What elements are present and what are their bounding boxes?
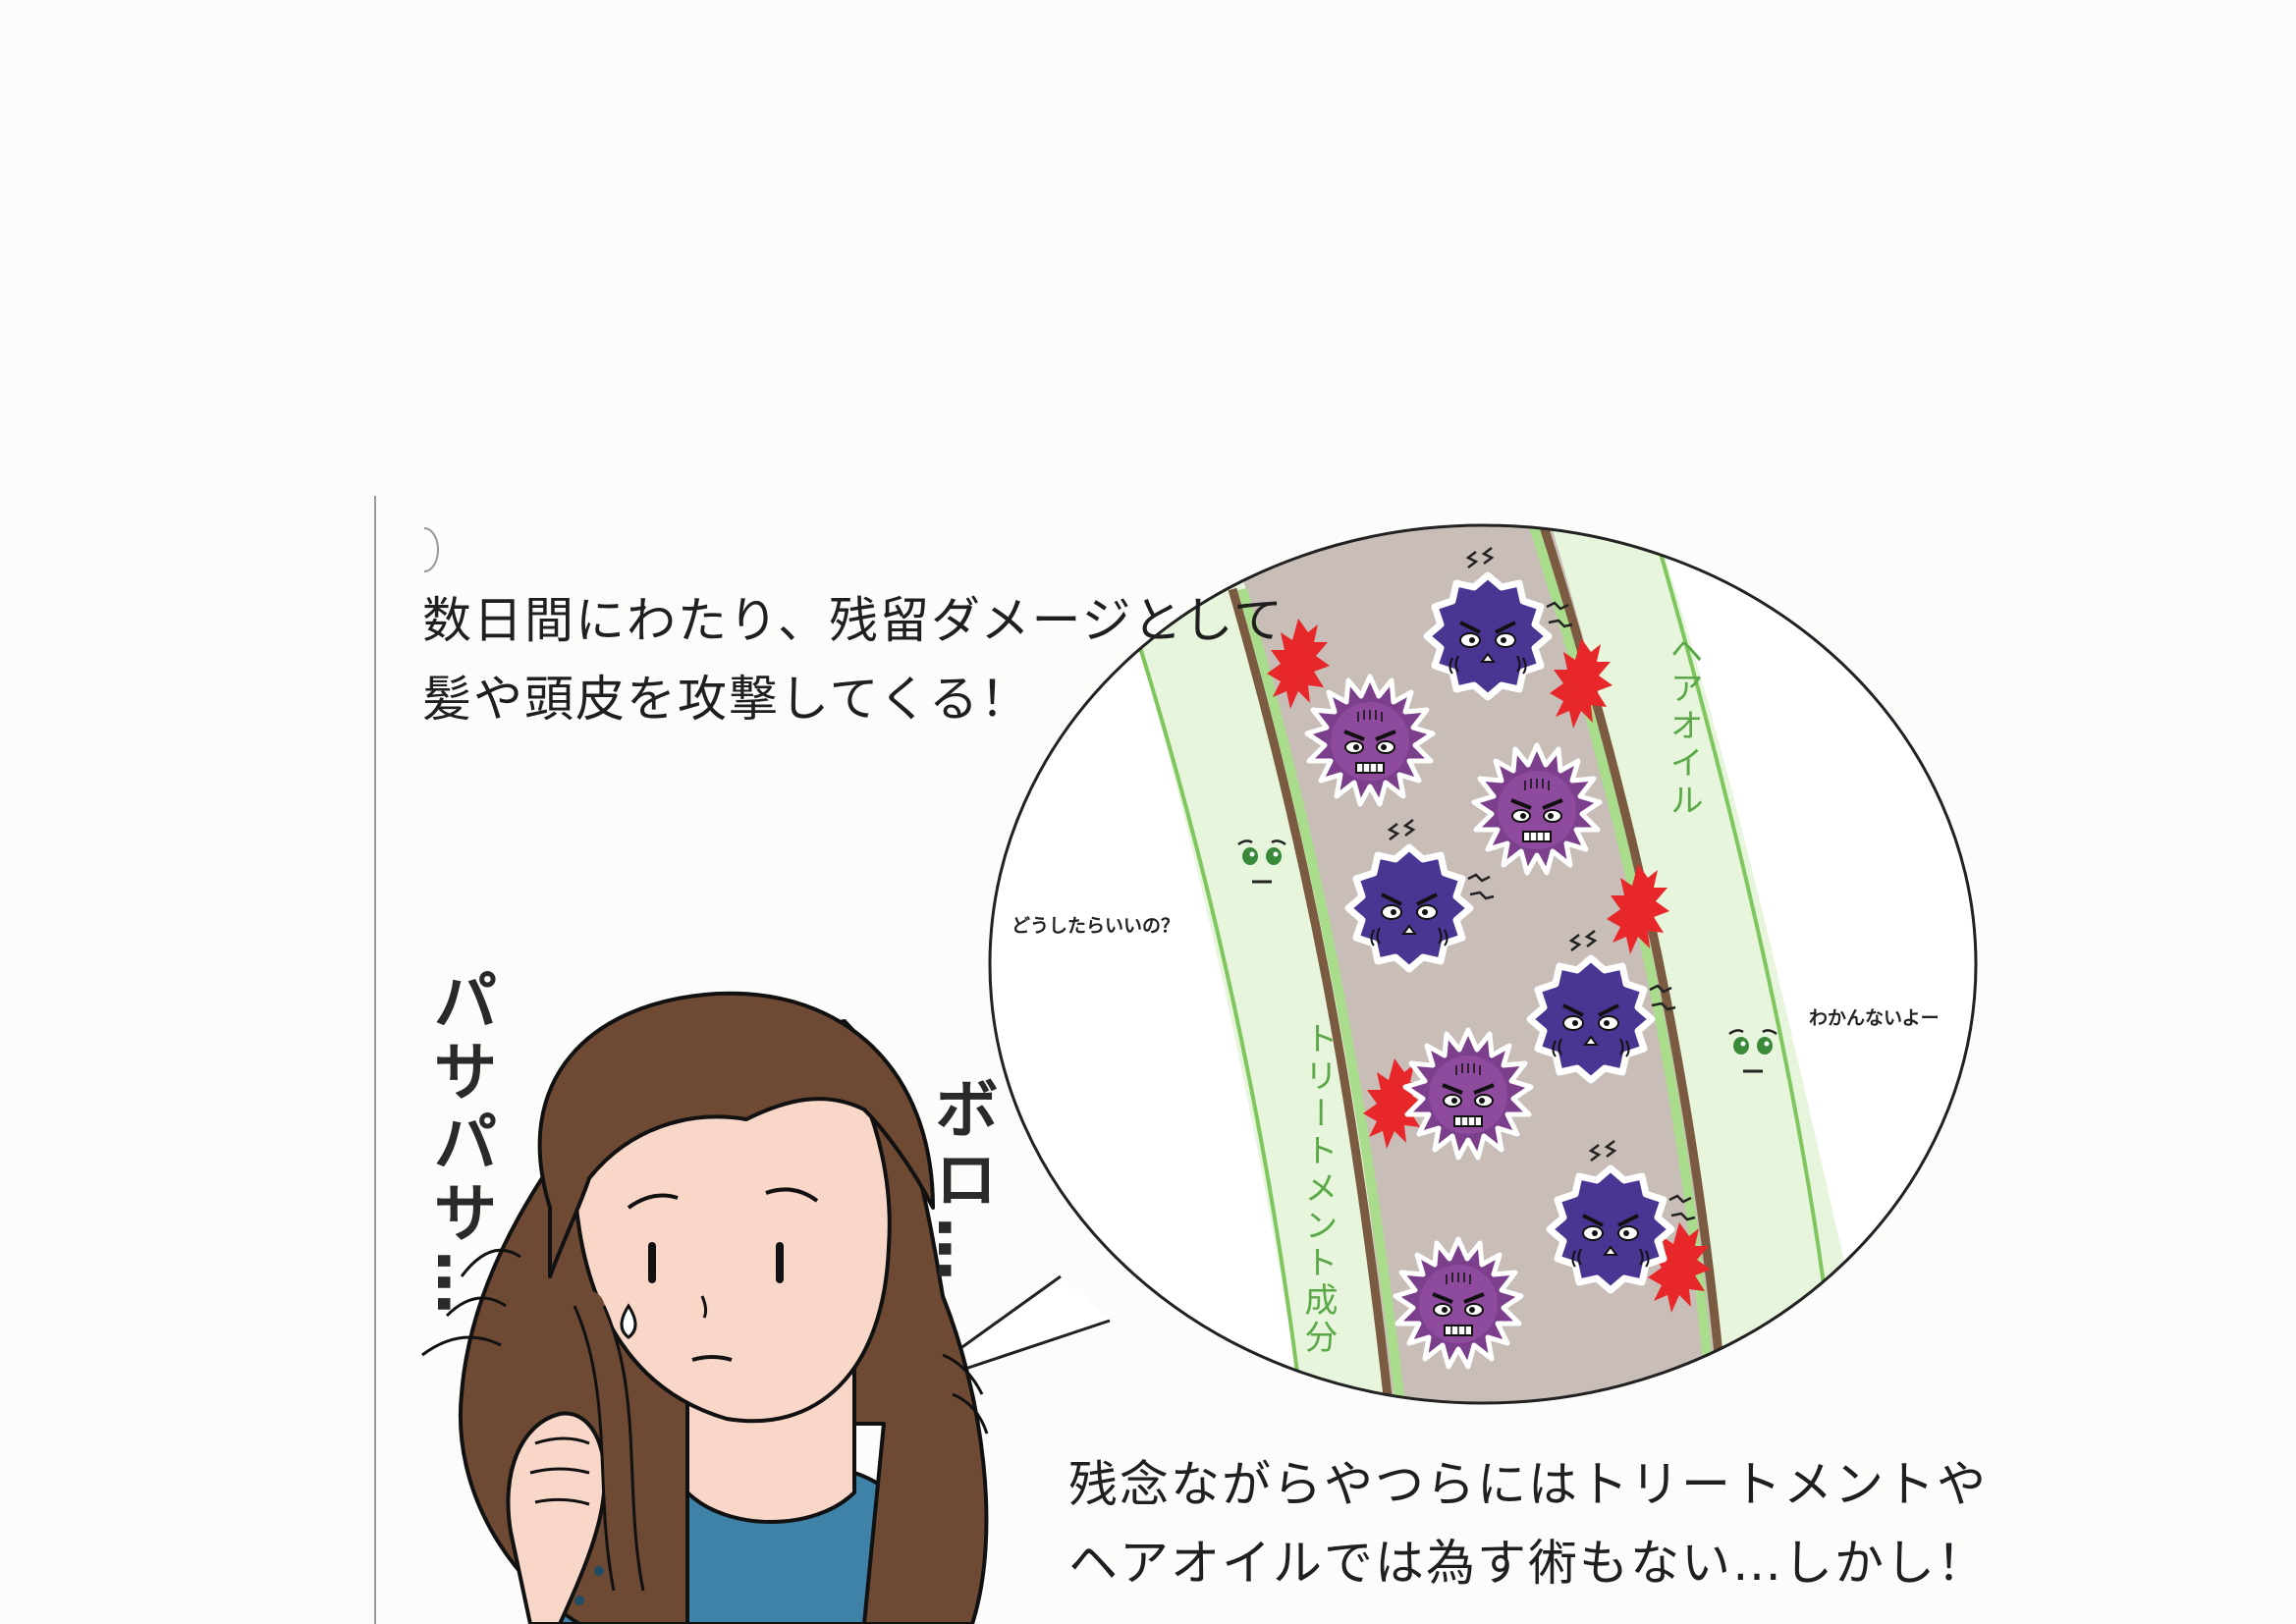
woman-character [421,991,989,1624]
caption-top-line2: 髪や頭皮を攻撃してくる！ [422,671,1031,728]
caption-bottom-line2: ヘアオイルでは為す術もない…しかし！ [1068,1535,1988,1592]
label-hair-oil: ヘアオイル [1664,633,1703,820]
sound-effect-boro: ボロ… [923,1075,999,1287]
magnified-hair-circle [988,523,1978,1405]
sound-effect-pasapasa: パサパサ… [422,967,498,1321]
caption-bottom: 残念ながらやつらにはトリートメントや ヘアオイルでは為す術もない…しかし！ [1068,1445,1988,1602]
hair-front [537,991,935,1278]
caption-top: 数日間にわたり、残留ダメージとして 髪や頭皮を攻撃してくる！ [422,581,1285,738]
punch-hole-mark [423,527,439,572]
speech-right: わかんないよー [1809,1007,1940,1029]
speech-left: どうしたらいいの？ [1011,915,1180,937]
sweat-drop-icon [620,1303,637,1339]
label-treatment: トリートメント成分 [1298,1021,1338,1357]
hand [506,1411,607,1624]
caption-top-line1: 数日間にわたり、残留ダメージとして [422,592,1285,649]
caption-bottom-line1: 残念ながらやつらにはトリートメントや [1068,1456,1988,1513]
